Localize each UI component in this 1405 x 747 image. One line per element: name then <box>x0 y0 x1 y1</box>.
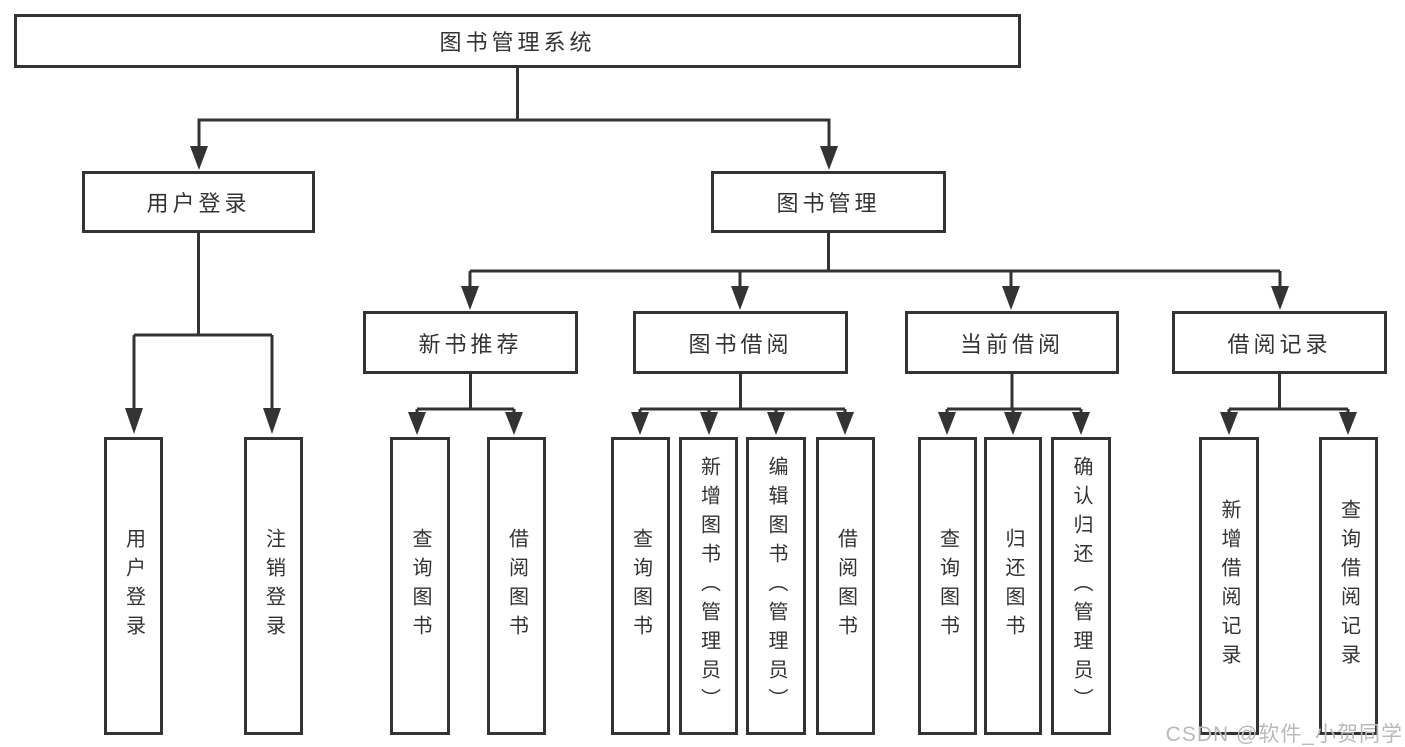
arrowhead <box>700 412 718 435</box>
leaf-query-borrow-record: 查询借阅记录 <box>1319 437 1378 735</box>
edge-new-book-recommend-to-leaves <box>415 374 516 415</box>
leaf-label: 新增图书（管理员） <box>697 455 720 717</box>
leaf-logout: 注销登录 <box>244 437 303 735</box>
arrowhead <box>1004 412 1022 435</box>
arrowhead <box>190 146 208 170</box>
leaf-return-books: 归还图书 <box>984 437 1042 735</box>
arrowhead <box>1072 412 1090 435</box>
edge-borrow-records-to-leaves <box>1227 374 1350 415</box>
leaf-label: 查询借阅记录 <box>1337 499 1360 673</box>
arrowhead <box>1339 412 1357 435</box>
arrowhead <box>1220 412 1238 435</box>
leaf-add-borrow-record: 新增借阅记录 <box>1199 437 1259 735</box>
edge-book-borrow-to-leaves <box>638 374 847 415</box>
node-user-login: 用户登录 <box>82 171 315 233</box>
leaf-label: 归还图书 <box>1002 528 1024 644</box>
node-label: 图书管理 <box>776 191 881 216</box>
leaf-edit-books-admin: 编辑图书（管理员） <box>746 437 806 735</box>
arrowhead <box>836 412 854 435</box>
node-label: 新书推荐 <box>418 331 523 357</box>
node-borrow-records: 借阅记录 <box>1172 311 1387 374</box>
arrowhead <box>731 286 749 310</box>
arrowhead <box>125 408 143 434</box>
csdn-watermark: CSDN @软件_小贺同学 <box>1165 723 1403 746</box>
leaf-query-books-current: 查询图书 <box>918 437 977 735</box>
arrowhead <box>938 412 956 435</box>
edge-book-management-to-level3 <box>468 233 1282 288</box>
arrowhead <box>408 412 426 435</box>
leaf-label: 确认归还（管理员） <box>1070 455 1092 717</box>
leaf-label: 借阅图书 <box>505 528 528 644</box>
node-root-library-management-system: 图书管理系统 <box>14 14 1021 68</box>
arrowhead <box>631 412 649 435</box>
arrowhead <box>461 286 479 310</box>
node-label: 用户登录 <box>146 191 251 216</box>
node-label: 当前借阅 <box>959 331 1064 357</box>
leaf-query-books-borrow: 查询图书 <box>611 437 670 735</box>
node-label: 图书借阅 <box>688 331 793 357</box>
leaf-label: 编辑图书（管理员） <box>765 455 787 717</box>
leaf-label: 借阅图书 <box>834 528 857 644</box>
leaf-borrow-books-recommend: 借阅图书 <box>487 437 546 735</box>
arrowhead <box>1002 286 1020 310</box>
leaf-label: 用户登录 <box>122 528 145 644</box>
leaf-query-books-recommend: 查询图书 <box>390 437 450 735</box>
node-current-borrow: 当前借阅 <box>905 311 1119 374</box>
node-label: 借阅记录 <box>1227 331 1332 357</box>
node-book-borrow: 图书借阅 <box>633 311 848 374</box>
arrowhead <box>820 146 838 170</box>
edge-user-login-to-leaves <box>132 233 274 410</box>
node-new-book-recommend: 新书推荐 <box>363 311 578 374</box>
leaf-label: 查询图书 <box>629 528 652 644</box>
leaf-user-login: 用户登录 <box>104 437 163 735</box>
leaf-label: 查询图书 <box>936 528 959 644</box>
edge-root-to-level2 <box>197 68 831 148</box>
arrowhead <box>1271 286 1289 310</box>
arrowhead <box>505 412 523 435</box>
leaf-borrow-books: 借阅图书 <box>816 437 875 735</box>
leaf-label: 新增借阅记录 <box>1218 499 1240 673</box>
leaf-confirm-return-admin: 确认归还（管理员） <box>1051 437 1111 735</box>
leaf-add-books-admin: 新增图书（管理员） <box>679 437 738 735</box>
leaf-label: 查询图书 <box>409 528 431 644</box>
arrowhead <box>263 408 281 434</box>
edge-current-borrow-to-leaves <box>945 374 1083 415</box>
arrowhead <box>767 412 785 435</box>
leaf-label: 注销登录 <box>262 528 285 644</box>
node-label: 图书管理系统 <box>439 30 596 55</box>
node-book-management: 图书管理 <box>711 171 946 233</box>
